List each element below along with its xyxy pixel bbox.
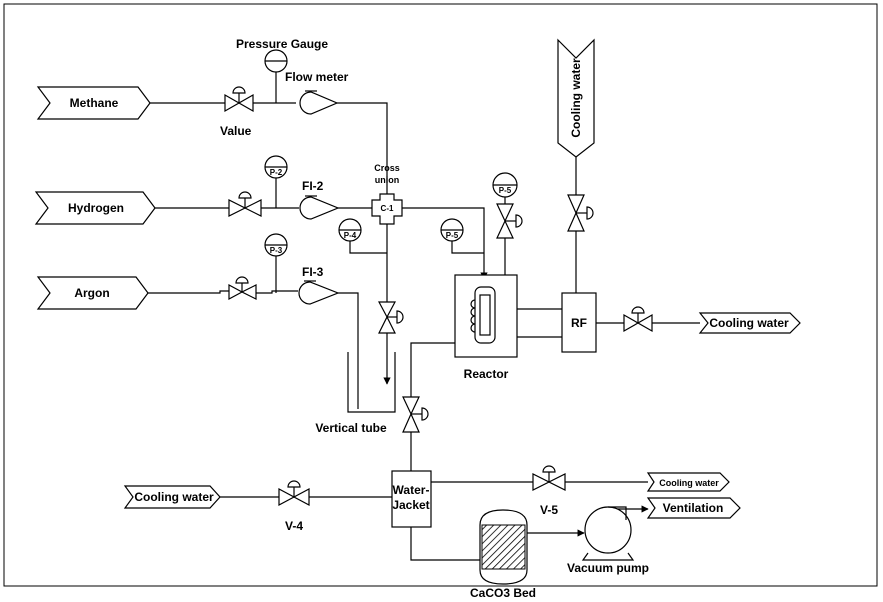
vertical-tube	[347, 352, 396, 413]
flow-meter-label: Flow meter	[285, 70, 349, 84]
hydrogen-valve[interactable]	[228, 191, 262, 217]
rf-generator: RF	[561, 292, 597, 353]
p5-top-gauge: P-5	[492, 172, 518, 198]
v5-valve[interactable]	[532, 465, 566, 491]
cooling-water-top-label: Cooling water	[569, 58, 583, 138]
p5-top-label: P-5	[499, 186, 512, 195]
top-cooling-valve[interactable]	[567, 194, 594, 232]
reactor-label: Reactor	[464, 367, 509, 381]
methane-valve[interactable]	[224, 86, 254, 113]
caco3-bed-label: CaCO3 Bed	[470, 586, 536, 600]
p4-gauge: P-4	[338, 218, 362, 242]
cooling-water-jacket-outlet: Cooling water	[646, 472, 730, 492]
cooling-water-rf-outlet: Cooling water	[698, 312, 801, 334]
argon-inlet: Argon	[36, 276, 149, 310]
cooling-water-rf-label: Cooling water	[709, 316, 789, 330]
fi2-flow-meter	[299, 195, 340, 220]
fi2-label: FI-2	[302, 179, 324, 193]
cooling-water-top-inlet: Cooling water	[557, 38, 595, 158]
fi3-flow-meter	[298, 280, 340, 305]
methane-label: Methane	[70, 96, 119, 110]
cooling-water-inlet-label: Cooling water	[134, 490, 214, 504]
ventilation-outlet: Ventilation	[646, 497, 741, 519]
cross-union: C-1	[371, 193, 403, 225]
pressure-gauge	[264, 49, 288, 73]
water-jacket: Water- Jacket	[391, 470, 432, 528]
reactor-outlet-valve[interactable]	[402, 396, 429, 433]
vacuum-pump-label: Vacuum pump	[567, 561, 649, 575]
cooling-water-jacket-label: Cooling water	[659, 478, 719, 488]
vacuum-pump	[581, 506, 635, 561]
reactor-inlet-valve[interactable]	[496, 203, 523, 239]
p2-gauge: P-2	[264, 155, 288, 179]
pipes	[148, 72, 700, 561]
vertical-tube-label: Vertical tube	[315, 421, 387, 435]
cross-union-label-1: Cross	[374, 163, 400, 173]
cooling-water-inlet: Cooling water	[123, 485, 221, 509]
fi3-label: FI-3	[302, 265, 324, 279]
water-jacket-label-2: Jacket	[392, 498, 429, 512]
p5-left-gauge: P-5	[440, 218, 464, 242]
ventilation-label: Ventilation	[663, 501, 724, 515]
reactor	[454, 274, 518, 358]
rf-cooling-valve[interactable]	[623, 306, 653, 333]
flow-meter	[299, 90, 339, 115]
p2-label: P-2	[270, 168, 283, 177]
p3-label: P-3	[270, 246, 283, 255]
value-label: Value	[220, 124, 252, 138]
p3-gauge: P-3	[264, 233, 288, 257]
hydrogen-inlet: Hydrogen	[34, 191, 156, 225]
methane-inlet: Methane	[36, 86, 151, 120]
cross-union-label-2: union	[375, 175, 400, 185]
p5-left-label: P-5	[446, 231, 459, 240]
v5-label: V-5	[540, 503, 558, 517]
v4-valve[interactable]	[278, 480, 310, 506]
vertical-tube-valve[interactable]	[378, 301, 404, 334]
p4-label: P-4	[344, 231, 357, 240]
c1-label: C-1	[381, 204, 394, 213]
hydrogen-label: Hydrogen	[68, 201, 124, 215]
diagram-frame	[3, 3, 878, 587]
rf-label: RF	[571, 316, 587, 330]
argon-valve[interactable]	[228, 276, 257, 301]
pressure-gauge-label: Pressure Gauge	[236, 37, 328, 51]
water-jacket-label-1: Water-	[393, 483, 430, 497]
caco3-bed	[479, 509, 528, 585]
v4-label: V-4	[285, 519, 303, 533]
argon-label: Argon	[74, 286, 109, 300]
